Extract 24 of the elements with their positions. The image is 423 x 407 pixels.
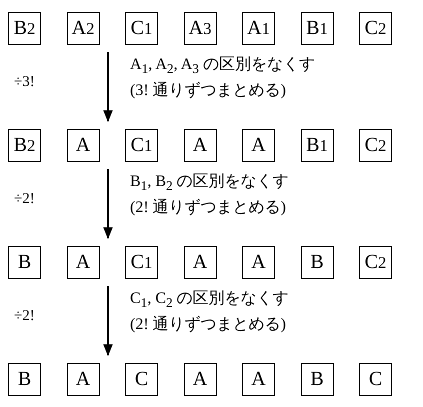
letter-box: A <box>66 129 100 162</box>
letter-box: A <box>184 129 216 162</box>
note-text: (2! 通りずつまとめる) <box>130 198 286 218</box>
letter-box: B <box>8 246 41 279</box>
letter-box: A <box>184 363 216 396</box>
letter-box: B <box>300 363 334 396</box>
letter-box: A <box>66 246 100 279</box>
note-text: C$_{1}$, C$_{2}$ の区別をなくす <box>130 289 289 312</box>
note-text: A$_{1}$, A$_{2}$, A$_{3}$ の区別をなくす <box>130 55 315 78</box>
note-text: (3! 通りずつまとめる) <box>130 80 286 101</box>
letter-box: A <box>242 363 275 396</box>
letter-box: A <box>184 246 216 279</box>
letter-box: A <box>242 129 275 162</box>
letter-box: A <box>242 246 275 279</box>
note-text: B$_{1}$, B$_{2}$ の区別をなくす <box>130 172 289 194</box>
letter-box: C <box>125 363 158 396</box>
letter-box: C <box>359 363 392 396</box>
letter-box: B <box>300 246 334 279</box>
operation-label: ÷2! <box>14 191 35 208</box>
operation-label: ÷2! <box>14 308 35 325</box>
letter-box: B <box>8 363 41 396</box>
note-text: (2! 通りずつまとめる) <box>130 314 286 335</box>
letter-box: A <box>66 363 100 396</box>
operation-label: ÷3! <box>14 74 35 91</box>
